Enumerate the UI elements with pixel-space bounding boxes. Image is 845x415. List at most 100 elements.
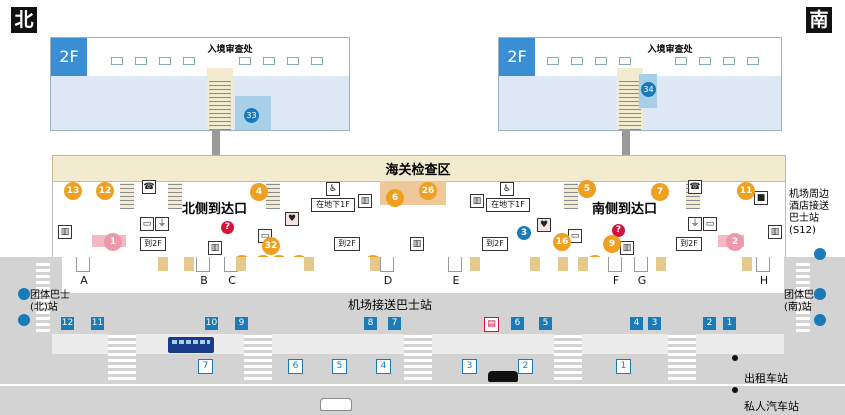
south-marker: 南 xyxy=(806,7,832,33)
facility-marker-26: 26 xyxy=(419,182,437,200)
floor-label-2f: 2F xyxy=(51,38,87,76)
elevator-icon: ▥ xyxy=(410,237,424,251)
bus-stop-pin xyxy=(18,314,30,326)
facility-marker-11: 11 xyxy=(737,182,755,200)
immigration-label-south: 入境审查处 xyxy=(647,45,693,55)
bus-stop-4: 4 xyxy=(630,317,643,330)
customs-label: 海关检查区 xyxy=(385,163,451,178)
shop-stall xyxy=(578,257,588,271)
bus-stop-5: 5 xyxy=(539,317,552,330)
ticket-booth-icon: ▤ xyxy=(484,317,499,332)
bus-stop-10: 10 xyxy=(205,317,218,330)
facility-marker-16: 16 xyxy=(553,233,571,251)
crosswalk xyxy=(554,334,582,380)
underground-label: 在地下1F xyxy=(486,198,530,212)
elevator-icon: ▥ xyxy=(58,225,72,239)
floor-label-2f-south: 2F xyxy=(499,38,535,76)
information-icon: ? xyxy=(221,221,234,234)
phone-icon: ☎ xyxy=(688,180,702,194)
taxi-car-icon xyxy=(488,371,518,382)
bus-stop-2: 2 xyxy=(703,317,716,330)
shop-stall xyxy=(656,257,666,271)
lane-divider xyxy=(0,384,845,386)
aed-icon: ♥ xyxy=(537,218,551,232)
aed-icon: ♥ xyxy=(285,212,299,226)
crosswalk xyxy=(108,334,136,380)
taxi-stop-4: 4 xyxy=(376,359,391,374)
door-opening xyxy=(448,257,462,272)
group-bus-south: 团体巴士 (南)站 xyxy=(784,290,824,313)
shop-stall xyxy=(470,257,480,271)
taxi-stop-3: 3 xyxy=(462,359,477,374)
stairs xyxy=(564,183,578,209)
facility-marker-12: 12 xyxy=(96,182,114,200)
bus-stop-11: 11 xyxy=(91,317,104,330)
facility-marker-32: 32 xyxy=(262,237,280,255)
taxi-stop-7: 7 xyxy=(198,359,213,374)
bus-stop-9: 9 xyxy=(235,317,248,330)
sidewalk xyxy=(62,257,784,293)
door-opening xyxy=(756,257,770,272)
taxi-stop-1: 1 xyxy=(616,359,631,374)
bus-stop-1: 1 xyxy=(723,317,736,330)
facility-marker-5: 5 xyxy=(578,180,596,198)
bus-stop-pin xyxy=(814,314,826,326)
phone-icon: ☎ xyxy=(142,180,156,194)
facility-badge-33: 33 xyxy=(244,108,259,123)
elevator-icon: ▥ xyxy=(768,225,782,239)
bus-stop-pin xyxy=(18,288,30,300)
atm-icon: ▭ xyxy=(703,217,717,231)
elevator-icon: ▥ xyxy=(470,194,484,208)
door-c: C xyxy=(228,274,236,287)
bus-windows xyxy=(172,340,210,344)
door-opening xyxy=(608,257,622,272)
north-marker: 北 xyxy=(11,7,37,33)
facility-marker-9: 9 xyxy=(603,235,621,253)
facility-marker-3: 3 xyxy=(517,226,531,240)
crosswalk xyxy=(668,334,696,380)
door-opening xyxy=(634,257,648,272)
south-arrival-exit: 南侧到达口 xyxy=(592,202,658,217)
facility-marker-4: 4 xyxy=(250,183,268,201)
crosswalk xyxy=(36,262,50,332)
crosswalk xyxy=(796,262,810,332)
power-plug-icon: ⏚ xyxy=(688,217,702,231)
stairs xyxy=(120,183,134,209)
private-car-icon xyxy=(320,398,352,411)
to-2f-label: 到2F xyxy=(140,237,166,251)
shop-stall xyxy=(530,257,540,271)
crosswalk xyxy=(244,334,272,380)
shop-stall xyxy=(184,257,194,271)
shop-stall xyxy=(304,257,314,271)
information-icon: ? xyxy=(612,224,625,237)
facility-marker-7: 7 xyxy=(651,183,669,201)
power-plug-icon: ⏚ xyxy=(155,217,169,231)
taxi-stop-2: 2 xyxy=(518,359,533,374)
door-g: G xyxy=(637,274,647,287)
elevator-icon: ▥ xyxy=(358,194,372,208)
underground-label: 在地下1F xyxy=(311,198,355,212)
2f-panel-north: 2F 入境审查处 33 xyxy=(50,37,350,131)
station-dot xyxy=(732,355,738,361)
bus-stop-12: 12 xyxy=(61,317,74,330)
group-bus-north: 团体巴士 (北)站 xyxy=(30,290,70,313)
bus-ticket-icon: ■ xyxy=(754,191,768,205)
bus-stop-pin xyxy=(814,288,826,300)
shop-stall xyxy=(158,257,168,271)
station-dot xyxy=(732,387,738,393)
immigration-label-north: 入境审查处 xyxy=(207,45,253,55)
taxi-stop-6: 6 xyxy=(288,359,303,374)
atm-icon: ▭ xyxy=(140,217,154,231)
door-opening xyxy=(76,257,90,272)
door-f: F xyxy=(612,274,620,287)
elevator-icon: ▥ xyxy=(208,241,222,255)
hotel-shuttle-stop: 机场周边 酒店接送 巴士站 (S12) xyxy=(789,189,829,236)
door-opening xyxy=(380,257,394,272)
facility-marker-13: 13 xyxy=(64,182,82,200)
bus-stop-pin xyxy=(814,248,826,260)
to-2f-label: 到2F xyxy=(482,237,508,251)
stairs xyxy=(266,183,280,209)
door-opening xyxy=(196,257,210,272)
bus-stop-7: 7 xyxy=(388,317,401,330)
door-d: D xyxy=(383,274,393,287)
